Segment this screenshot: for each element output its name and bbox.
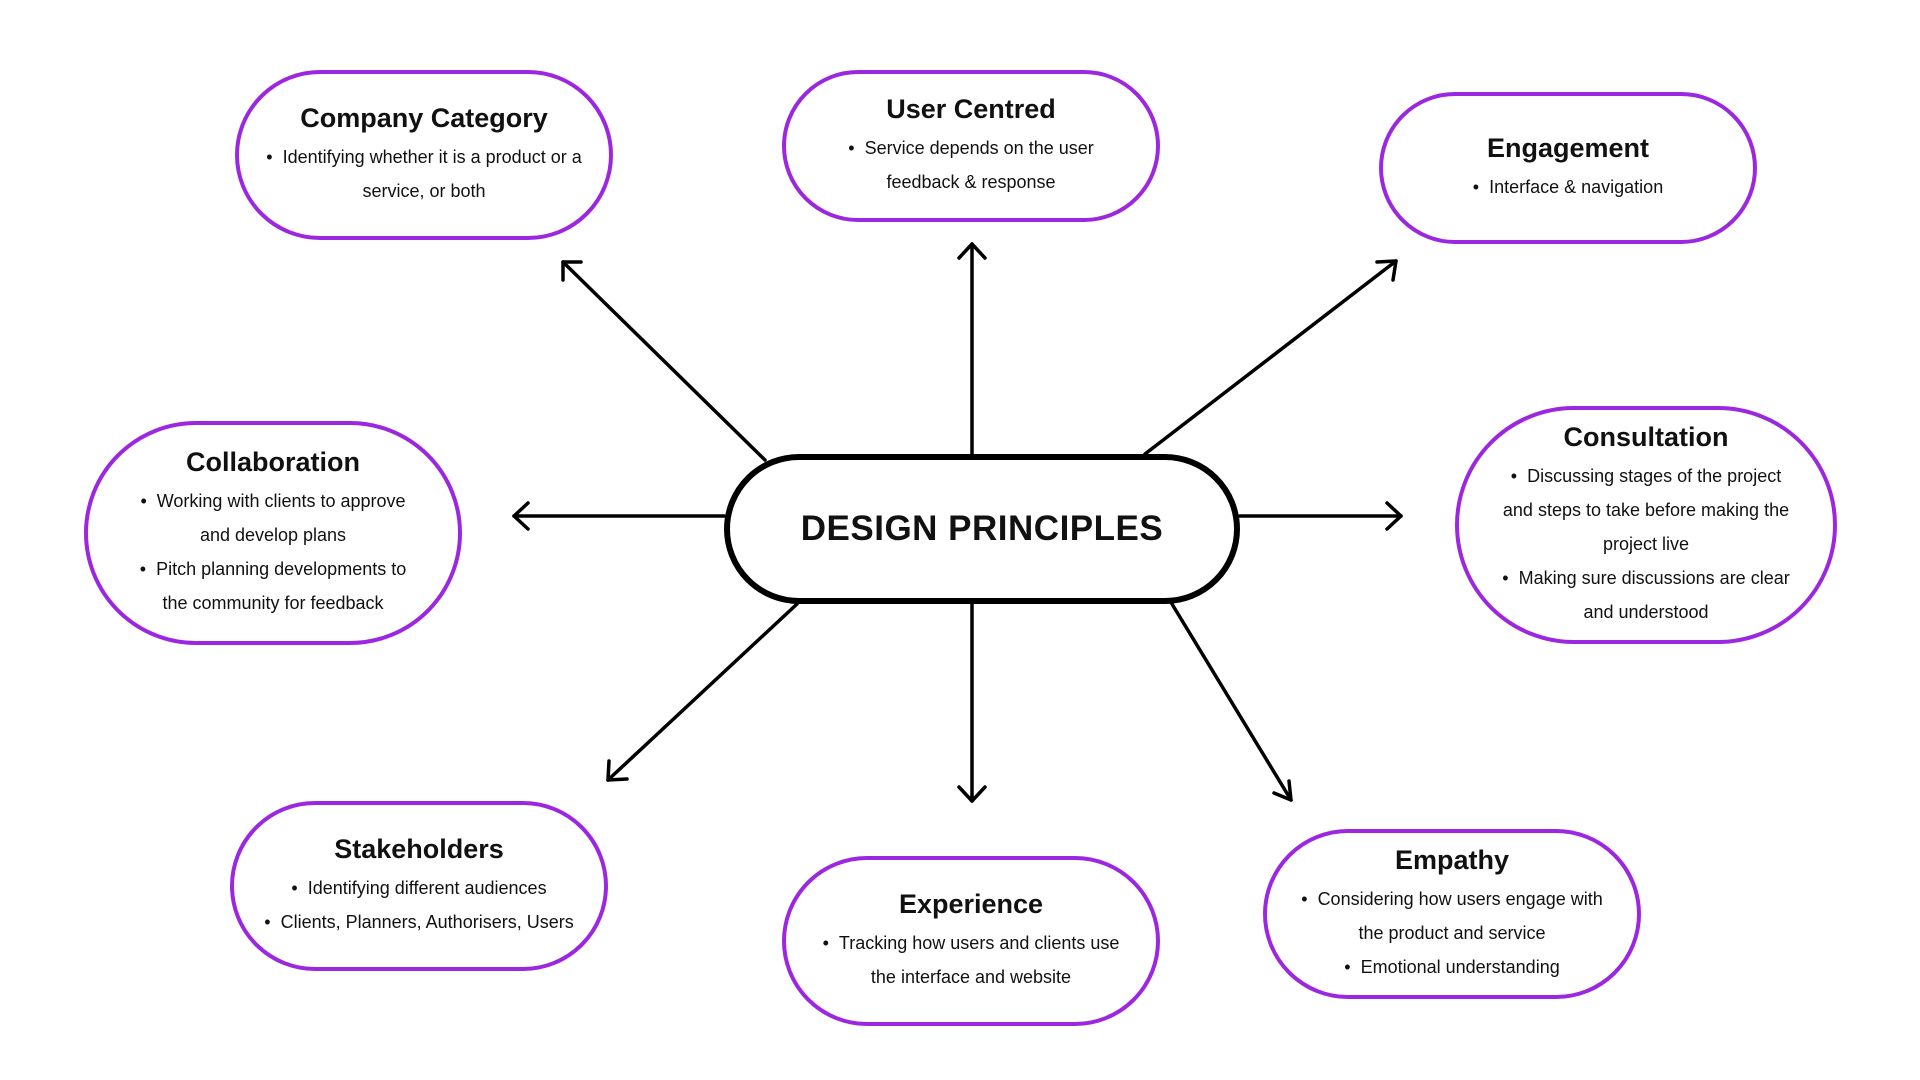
node-consultation: Consultation Discussing stages of the pr… bbox=[1455, 406, 1837, 644]
node-user-centred: User Centred Service depends on the user… bbox=[782, 70, 1160, 222]
node-title: Collaboration bbox=[186, 446, 360, 477]
node-point: Making sure discussions are clear and un… bbox=[1501, 561, 1791, 629]
node-point: Service depends on the user feedback & r… bbox=[836, 131, 1106, 199]
node-empathy: Empathy Considering how users engage wit… bbox=[1263, 829, 1641, 999]
node-points: Service depends on the user feedback & r… bbox=[836, 131, 1106, 199]
node-company-category: Company Category Identifying whether it … bbox=[235, 70, 613, 240]
node-points: Identifying different audiences Clients,… bbox=[249, 871, 589, 939]
node-engagement: Engagement Interface & navigation bbox=[1379, 92, 1757, 244]
arrow-collaboration bbox=[512, 501, 726, 531]
node-title: User Centred bbox=[886, 93, 1056, 124]
node-points: Identifying whether it is a product or a… bbox=[264, 140, 584, 208]
node-points: Discussing stages of the project and ste… bbox=[1501, 459, 1791, 629]
arrow-user-centred bbox=[957, 242, 987, 456]
arrow-stakeholders bbox=[606, 602, 799, 782]
node-point: Clients, Planners, Authorisers, Users bbox=[249, 905, 589, 939]
node-point: Identifying different audiences bbox=[249, 871, 589, 905]
node-title: Empathy bbox=[1394, 844, 1510, 875]
node-point: Pitch planning developments to the commu… bbox=[128, 552, 418, 620]
arrow-company-category bbox=[561, 260, 767, 462]
node-title: Stakeholders bbox=[334, 833, 504, 864]
node-title: Consultation bbox=[1563, 421, 1729, 452]
node-experience: Experience Tracking how users and client… bbox=[782, 856, 1160, 1026]
node-point: Discussing stages of the project and ste… bbox=[1501, 459, 1791, 561]
node-stakeholders: Stakeholders Identifying different audie… bbox=[230, 801, 608, 971]
center-node: DESIGN PRINCIPLES bbox=[724, 454, 1240, 604]
node-point: Identifying whether it is a product or a… bbox=[264, 140, 584, 208]
arrow-engagement bbox=[1143, 259, 1398, 456]
node-point: Tracking how users and clients use the i… bbox=[811, 926, 1131, 994]
node-points: Tracking how users and clients use the i… bbox=[811, 926, 1131, 994]
arrow-consultation bbox=[1238, 501, 1403, 531]
arrow-empathy bbox=[1170, 602, 1293, 802]
node-title: Engagement bbox=[1486, 132, 1650, 163]
node-point: Emotional understanding bbox=[1292, 950, 1612, 984]
node-point: Interface & navigation bbox=[1418, 170, 1718, 204]
node-point: Working with clients to approve and deve… bbox=[128, 484, 418, 552]
node-points: Interface & navigation bbox=[1418, 170, 1718, 204]
center-title: DESIGN PRINCIPLES bbox=[800, 509, 1164, 548]
node-title: Experience bbox=[898, 888, 1044, 919]
node-point: Considering how users engage with the pr… bbox=[1292, 882, 1612, 950]
node-points: Considering how users engage with the pr… bbox=[1292, 882, 1612, 984]
node-collaboration: Collaboration Working with clients to ap… bbox=[84, 421, 462, 645]
node-points: Working with clients to approve and deve… bbox=[128, 484, 418, 620]
node-title: Company Category bbox=[300, 102, 548, 133]
arrow-experience bbox=[957, 602, 987, 803]
